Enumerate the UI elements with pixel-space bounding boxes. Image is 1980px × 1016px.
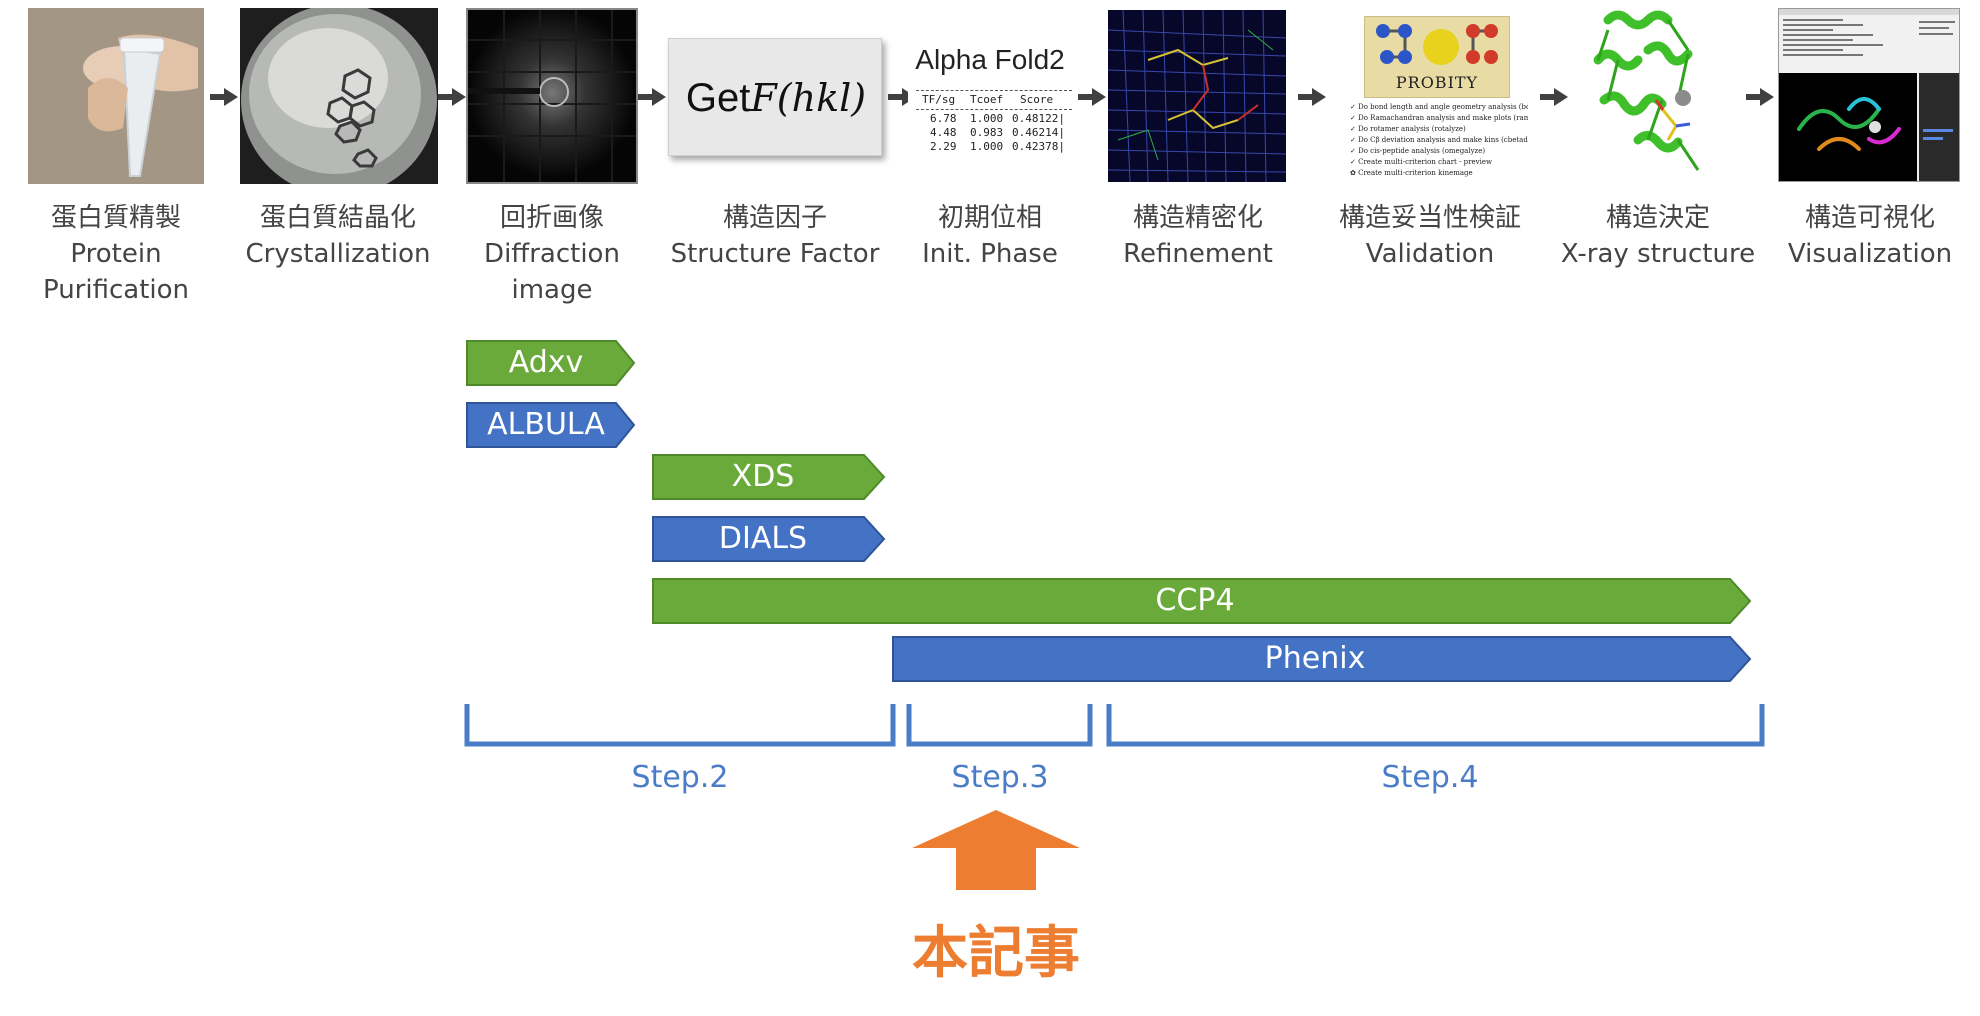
stage-en: Crystallization xyxy=(245,239,431,269)
stage-label-diffraction-image: 回折画像 Diffraction image xyxy=(452,200,652,308)
flow-arrow-6 xyxy=(1298,88,1326,106)
stage-label-structure-factor: 構造因子 Structure Factor xyxy=(660,200,890,272)
alphafold-cell: 6.78 xyxy=(930,112,957,125)
tool-label-adxv: Adxv xyxy=(508,345,584,380)
alphafold-title: Alpha Fold2 xyxy=(915,44,1065,75)
tool-bar-ccp4: CCP4 xyxy=(652,578,1752,624)
molprobity-item: ✓ Do Cβ deviation analysis and make kins… xyxy=(1350,136,1528,144)
highlight-up-arrow xyxy=(912,810,1080,890)
stage-label-xray-structure: 構造決定 X-ray structure xyxy=(1548,200,1768,272)
flow-arrow-2 xyxy=(438,88,466,106)
molprobity-logo-text: PROBITY xyxy=(1395,73,1479,92)
stage-label-visualization: 構造可視化 Visualization xyxy=(1770,200,1970,272)
alphafold-cell: 0.48122| xyxy=(1012,112,1065,125)
tool-bar-albula: ALBULA xyxy=(466,402,636,448)
alphafold-cell: 2.29 xyxy=(930,140,957,153)
stage-en: X-ray structure xyxy=(1560,239,1756,269)
molprobity-logo: PROBITY ✓ Do bond length and angle geome… xyxy=(1348,8,1528,184)
step-label-3: Step.3 xyxy=(951,760,1049,795)
stage-ja: 初期位相 xyxy=(937,203,1042,233)
alphafold-header-0: TF/sg xyxy=(922,93,956,106)
flow-arrow-7 xyxy=(1540,88,1568,106)
stage-ja: 蛋白質結晶化 xyxy=(259,203,416,233)
stage-en: image xyxy=(511,275,593,305)
flow-arrow-1 xyxy=(210,88,238,106)
alphafold-table: Alpha Fold2 TF/sg Tcoef Score 6.78 1.000… xyxy=(908,8,1072,184)
stage-ja: 回折画像 xyxy=(499,203,604,233)
highlight-label: 本記事 xyxy=(912,921,1080,986)
stage-ja: 構造因子 xyxy=(722,203,827,233)
stage-label-validation: 構造妥当性検証 Validation xyxy=(1320,200,1540,272)
flow-arrow-8 xyxy=(1746,88,1774,106)
alphafold-cell: 0.46214| xyxy=(1012,126,1065,139)
stage-en: Diffraction xyxy=(484,239,620,269)
stage-en: Init. Phase xyxy=(922,239,1058,269)
structure-factor-formula: GetF(hkl) xyxy=(668,38,882,156)
diffraction-image xyxy=(466,8,638,184)
molprobity-item: ✓ Do cis-peptide analysis (omegalyze) xyxy=(1350,147,1486,155)
flow-arrow-3 xyxy=(638,88,666,106)
molprobity-item: ✓ Do bond length and angle geometry anal… xyxy=(1350,103,1528,111)
protein-ribbon xyxy=(1578,0,1718,186)
alphafold-header-2: Score xyxy=(1020,93,1054,106)
stage-en: Structure Factor xyxy=(670,239,880,269)
stage-ja: 構造可視化 xyxy=(1804,203,1935,233)
bracket-step-2 xyxy=(464,704,896,747)
tool-bar-xds: XDS xyxy=(652,454,886,500)
stage-en: Visualization xyxy=(1787,239,1953,269)
stage-en: Purification xyxy=(42,275,190,305)
step-label-2: Step.2 xyxy=(631,760,729,795)
molprobity-item: ✓ Create multi-criterion chart - preview xyxy=(1350,158,1492,166)
alphafold-cell: 1.000 xyxy=(970,140,1004,153)
bracket-step-4 xyxy=(1106,704,1765,747)
molprobity-item: ✓ Do rotamer analysis (rotalyze) xyxy=(1350,125,1466,133)
alphafold-cell: 0.42378| xyxy=(1012,140,1065,153)
stage-en: Refinement xyxy=(1123,239,1273,269)
structure-factor-math: F(hkl) xyxy=(750,76,867,120)
stage-en: Protein xyxy=(70,239,162,269)
structure-factor-prefix: Get xyxy=(685,76,751,120)
bracket-step-3 xyxy=(906,704,1093,747)
stage-ja: 蛋白質精製 xyxy=(50,203,181,233)
tool-bar-phenix: Phenix xyxy=(892,636,1752,682)
molprobity-item: ✿ Create multi-criterion kinemage xyxy=(1350,169,1473,177)
step-label-4: Step.4 xyxy=(1381,760,1479,795)
alphafold-header-1: Tcoef xyxy=(970,93,1004,106)
viewer-screenshot xyxy=(1778,8,1960,182)
stage-ja: 構造決定 xyxy=(1605,203,1710,233)
stage-label-protein-purification: 蛋白質精製 Protein Purification xyxy=(16,200,216,308)
stage-label-crystallization: 蛋白質結晶化 Crystallization xyxy=(228,200,448,272)
alphafold-cell: 1.000 xyxy=(970,112,1004,125)
tool-label-ccp4: CCP4 xyxy=(1155,583,1235,618)
molprobity-item: ✓ Do Ramachandran analysis and make plot… xyxy=(1350,114,1528,122)
protein-tube-photo xyxy=(28,8,204,184)
stage-en: Validation xyxy=(1365,239,1495,269)
tool-label-albula: ALBULA xyxy=(487,407,605,442)
tool-label-phenix: Phenix xyxy=(1264,641,1366,676)
tool-bar-adxv: Adxv xyxy=(466,340,636,386)
tool-label-dials: DIALS xyxy=(718,521,808,556)
stage-label-init-phase: 初期位相 Init. Phase xyxy=(890,200,1090,272)
crystal-drop-photo xyxy=(240,8,438,184)
stage-ja: 構造精密化 xyxy=(1132,203,1263,233)
tool-label-xds: XDS xyxy=(731,459,795,494)
step-brackets xyxy=(464,704,1765,747)
stage-label-refinement: 構造精密化 Refinement xyxy=(1098,200,1298,272)
tool-bar-dials: DIALS xyxy=(652,516,886,562)
flow-arrow-5 xyxy=(1078,88,1106,106)
alphafold-cell: 0.983 xyxy=(970,126,1004,139)
stage-ja: 構造妥当性検証 xyxy=(1338,203,1521,233)
electron-density-map xyxy=(1108,10,1286,182)
alphafold-cell: 4.48 xyxy=(930,126,957,139)
